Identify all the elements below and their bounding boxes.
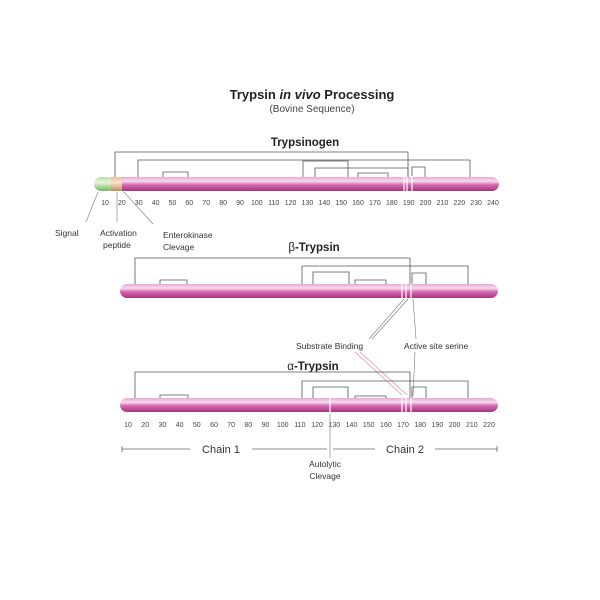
trypsinogen-tick-label: 150 [335,200,347,207]
alpha-trypsin-site-marks [329,397,412,413]
signal-peptide-segment [94,177,114,191]
trypsinogen-tick-label: 80 [219,200,227,207]
trypsinogen-tick-label: 40 [152,200,160,207]
alpha-trypsin-tick-labels: 10 20 30 40 50 60 70 80 90 100 110 120 130 140 150 160 1… [124,422,495,429]
trypsinogen-tick-label: 140 [318,200,330,207]
active-site-label: Active site serine [404,341,469,351]
alpha-trypsin-tick-label: 100 [277,422,289,429]
chain-2-label: Chain 2 [386,444,424,456]
alpha-trypsin-tick-label: 140 [346,422,358,429]
trypsinogen-tick-label: 20 [118,200,126,207]
trypsinogen-tick-label: 220 [453,200,465,207]
alpha-trypsin-disulfide-bonds [134,371,469,402]
alpha-trypsin-tick-label: 190 [432,422,444,429]
trypsinogen-tick-label: 50 [169,200,177,207]
activation-peptide-label-line2: peptide [103,240,131,250]
alpha-trypsin-tick-label: 180 [414,422,426,429]
alpha-trypsin-tick-label: 170 [397,422,409,429]
trypsinogen-tick-label: 210 [437,200,449,207]
beta-trypsin-site-marks [401,283,412,299]
activation-peptide-label-line1: Activation [100,228,137,238]
alpha-trypsin-tick-label: 90 [262,422,270,429]
alpha-trypsin-tick-label: 10 [124,422,132,429]
substrate-binding-label: Substrate Binding [296,341,363,351]
alpha-trypsin-tick-label: 60 [210,422,218,429]
alpha-trypsin-title: α-Trypsin [287,361,338,373]
beta-trypsin-title: β-Trypsin [288,242,339,254]
trypsinogen-title: Trypsinogen [271,137,339,149]
alpha-trypsin-bar [120,398,498,412]
trypsinogen-tick-label: 110 [268,200,279,207]
alpha-trypsin-tick-label: 80 [244,422,252,429]
trypsinogen-tick-label: 190 [403,200,415,207]
enterokinase-label-line1: Enterokinase [163,230,213,240]
alpha-trypsin-tick-label: 30 [159,422,167,429]
autolytic-label-line2: Clevage [309,471,340,481]
trypsinogen-tick-labels: 10 20 30 40 50 60 70 80 90 100 110 120 130 140 150 160 1… [101,200,499,207]
beta-trypsin-disulfide-bonds [134,257,469,288]
alpha-trypsin-tick-label: 20 [141,422,149,429]
page-subtitle: (Bovine Sequence) [269,104,354,115]
trypsinogen-tick-label: 100 [251,200,263,207]
trypsinogen-tick-label: 200 [420,200,432,207]
alpha-trypsin-tick-label: 40 [176,422,184,429]
chain-1-label: Chain 1 [202,444,240,456]
alpha-trypsin-tick-label: 70 [227,422,235,429]
trypsinogen-tick-label: 130 [302,200,314,207]
trypsinogen-tick-label: 240 [487,200,499,207]
trypsinogen-tick-label: 10 [101,200,109,207]
alpha-trypsin-tick-label: 150 [363,422,375,429]
trypsinogen-tick-label: 30 [135,200,143,207]
trypsinogen-tick-label: 230 [470,200,482,207]
signal-label: Signal [55,228,79,238]
trypsinogen-bar [106,177,499,191]
trypsinogen-tick-label: 170 [369,200,381,207]
alpha-trypsin-tick-label: 50 [193,422,201,429]
activation-peptide-segment [111,177,122,191]
alpha-trypsin-tick-label: 220 [483,422,495,429]
page-title: Trypsin in vivo Processing [230,87,395,102]
trypsinogen-tick-label: 70 [202,200,210,207]
autolytic-label-line1: Autolytic [309,459,342,469]
trypsinogen-tick-label: 90 [236,200,244,207]
beta-trypsin-bar [120,284,498,298]
alpha-trypsin-tick-label: 160 [380,422,392,429]
trypsinogen-tick-label: 60 [185,200,193,207]
alpha-trypsin-tick-label: 210 [466,422,478,429]
trypsinogen-site-marks [403,176,413,192]
trypsinogen-leader-lines [85,191,154,225]
enterokinase-label-line2: Clevage [163,242,194,252]
substrate-active-leader-lines [354,298,417,397]
trypsinogen-tick-label: 160 [352,200,364,207]
chain-1-bracket [121,446,327,452]
chain-2-bracket [333,446,498,452]
trypsinogen-tick-label: 180 [386,200,398,207]
alpha-trypsin-tick-label: 110 [294,422,305,429]
alpha-trypsin-tick-label: 200 [449,422,461,429]
alpha-trypsin-tick-label: 120 [311,422,323,429]
trypsinogen-tick-label: 120 [285,200,297,207]
alpha-trypsin-tick-label: 130 [328,422,340,429]
